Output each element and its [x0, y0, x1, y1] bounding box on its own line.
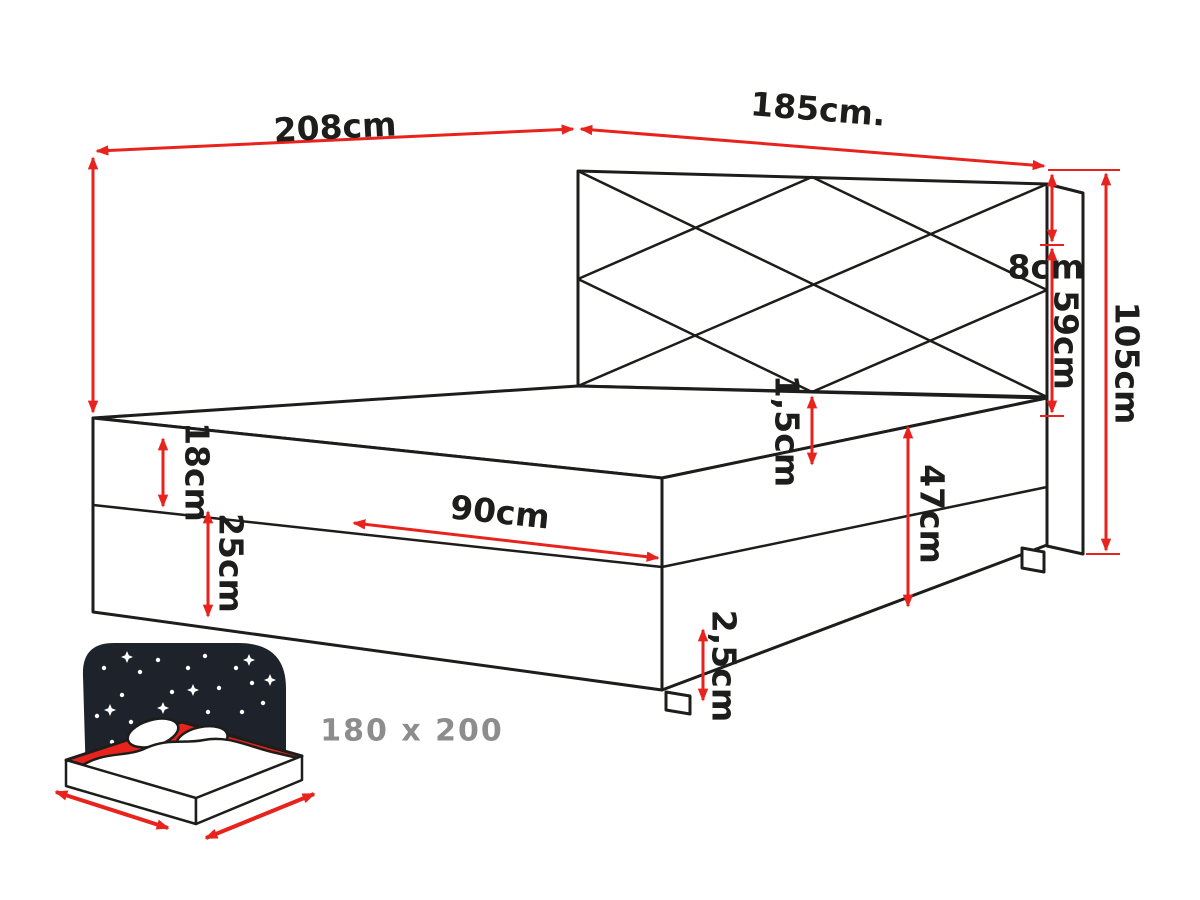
length-arrow-icon	[204, 792, 316, 840]
dimension-annotations: 208cm 185cm. 8cm 59cm 105cm 18cm	[87, 84, 1147, 722]
dim-label-width-top: 185cm.	[749, 84, 887, 134]
dim-headboard-height: 59cm	[1040, 247, 1086, 417]
size-caption: 180 x 200	[320, 714, 503, 749]
dim-label-seam: 1,5cm	[768, 375, 807, 487]
side-seam-line	[661, 485, 1048, 569]
bed-size-icon	[54, 643, 316, 840]
dim-total-height: 105cm	[1048, 169, 1147, 555]
dim-side-height: 47cm	[902, 425, 952, 608]
dim-width-top: 185cm.	[579, 84, 1046, 171]
dim-label-total-height: 105cm	[1108, 302, 1147, 425]
dim-base-height: 25cm	[202, 510, 251, 618]
dim-label-headboard-height: 59cm	[1047, 290, 1086, 390]
dim-length-top: 208cm	[87, 104, 575, 414]
stars	[94, 651, 276, 745]
dim-feet-height: 2,5cm	[697, 610, 744, 722]
dim-seam: 1,5cm	[768, 375, 818, 487]
front-foot	[664, 690, 692, 716]
dim-label-headboard-top: 8cm	[1008, 248, 1085, 287]
dim-mattress-height: 18cm	[157, 422, 217, 522]
bed-drawing	[91, 169, 1085, 716]
dim-label-feet-height: 2,5cm	[705, 610, 744, 722]
dim-label-mattress-height: 18cm	[178, 422, 217, 522]
dim-label-length-top: 208cm	[273, 104, 398, 149]
bed-side-face	[660, 396, 1049, 692]
dim-label-base-height: 25cm	[212, 513, 251, 613]
dim-label-side-height: 47cm	[913, 464, 952, 564]
dim-headboard-top: 8cm	[1008, 173, 1085, 287]
back-foot	[1020, 546, 1046, 574]
width-arrow-icon	[54, 790, 170, 830]
